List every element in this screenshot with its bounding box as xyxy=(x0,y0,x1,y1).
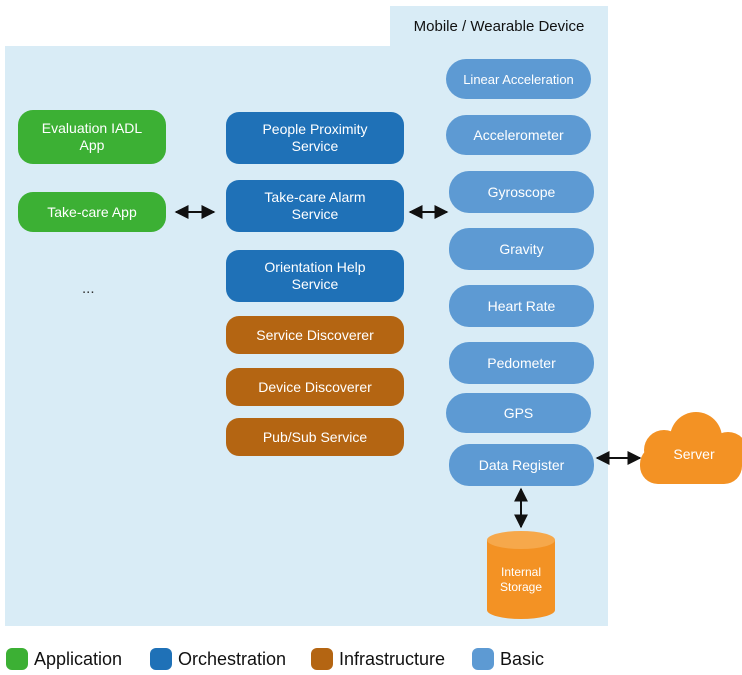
legend-orchestration: Orchestration xyxy=(150,645,286,673)
gps[interactable]: GPS xyxy=(446,393,591,433)
evaluation-iadl-app[interactable]: Evaluation IADL App xyxy=(18,110,166,164)
pub-sub-service[interactable]: Pub/Sub Service xyxy=(226,418,404,456)
heart-rate[interactable]: Heart Rate xyxy=(449,285,594,327)
data-register[interactable]: Data Register xyxy=(449,444,594,486)
service-discoverer[interactable]: Service Discoverer xyxy=(226,316,404,354)
gravity[interactable]: Gravity xyxy=(449,228,594,270)
legend-infrastructure: Infrastructure xyxy=(311,645,445,673)
device-discoverer[interactable]: Device Discoverer xyxy=(226,368,404,406)
legend-application: Application xyxy=(6,645,122,673)
legend-label-basic: Basic xyxy=(500,648,545,669)
cloud-icon xyxy=(640,412,742,484)
linear-acceleration[interactable]: Linear Acceleration xyxy=(446,59,591,99)
accelerometer[interactable]: Accelerometer xyxy=(446,115,591,155)
orientation-help-service[interactable]: Orientation Help Service xyxy=(226,250,404,302)
legend-basic: Basic xyxy=(472,645,544,673)
legend-swatch-basic xyxy=(472,648,494,670)
legend-label-orchestration: Orchestration xyxy=(178,648,287,669)
legend-swatch-application xyxy=(6,648,28,670)
pedometer[interactable]: Pedometer xyxy=(449,342,594,384)
legend-swatch-infrastructure xyxy=(311,648,333,670)
take-care-alarm-service[interactable]: Take-care Alarm Service xyxy=(226,180,404,232)
server[interactable]: Server xyxy=(673,446,715,462)
internal-storage[interactable]: Internal Storage xyxy=(499,565,543,594)
take-care-app[interactable]: Take-care App xyxy=(18,192,166,232)
device-title: Mobile / Wearable Device xyxy=(413,17,585,35)
people-proximity-service[interactable]: People Proximity Service xyxy=(226,112,404,164)
legend-label-infrastructure: Infrastructure xyxy=(339,648,446,669)
device-panel-header xyxy=(390,6,608,48)
legend-swatch-orchestration xyxy=(150,648,172,670)
gyroscope[interactable]: Gyroscope xyxy=(449,171,594,213)
database-icon xyxy=(487,531,555,619)
legend-label-application: Application xyxy=(34,648,123,669)
more-apps-ellipsis: ... xyxy=(82,280,95,297)
